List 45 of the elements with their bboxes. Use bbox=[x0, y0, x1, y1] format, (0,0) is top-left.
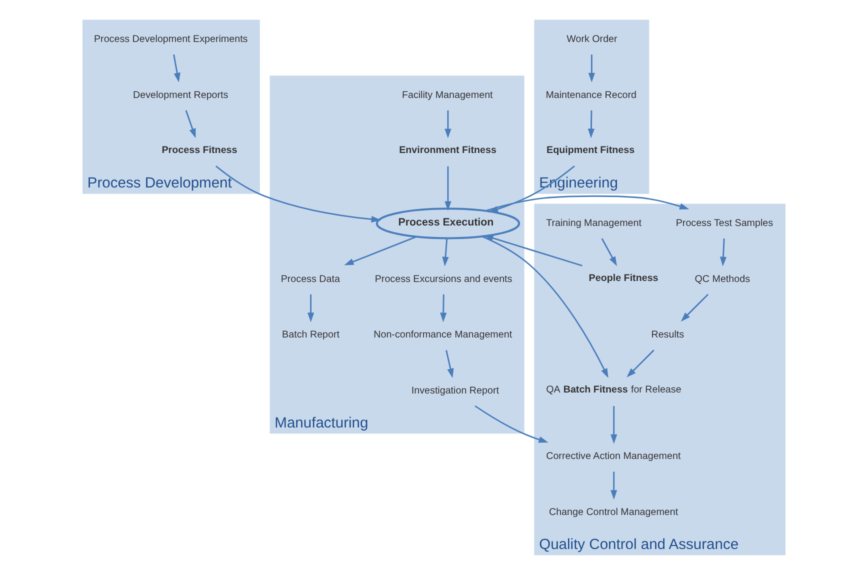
arrow bbox=[446, 350, 454, 378]
arrow bbox=[588, 110, 595, 138]
node-text: Development Reports bbox=[133, 90, 228, 101]
arrow bbox=[482, 236, 608, 378]
arrow bbox=[474, 405, 548, 443]
node-text: Process Data bbox=[280, 274, 340, 285]
arrow bbox=[610, 406, 618, 444]
node-text: Maintenance Record bbox=[546, 90, 637, 101]
node-text: Facility Management bbox=[402, 90, 493, 101]
node-text: Process Test Samples bbox=[676, 218, 774, 229]
arrow bbox=[720, 238, 727, 266]
arrow bbox=[442, 238, 449, 266]
arrow bbox=[588, 54, 596, 82]
node-text: Batch Report bbox=[282, 330, 340, 341]
node-text: People Fitness bbox=[588, 273, 658, 284]
node-text: QA Batch Fitness for Release bbox=[546, 384, 682, 396]
node-ellipse: Process Execution bbox=[376, 208, 520, 240]
arrow bbox=[444, 110, 452, 138]
node-text: Environment Fitness bbox=[399, 144, 496, 156]
node-text: Process Fitness bbox=[162, 144, 238, 156]
node-text: Results bbox=[651, 330, 684, 341]
arrow bbox=[444, 166, 452, 211]
arrow bbox=[626, 350, 654, 378]
node-text: Change Control Management bbox=[548, 507, 678, 518]
arrow bbox=[344, 236, 417, 266]
node-text: Process Development Experiments bbox=[94, 34, 248, 46]
node-text: Process Excursions and events bbox=[374, 274, 512, 285]
arrow bbox=[488, 165, 575, 212]
arrow bbox=[185, 110, 196, 138]
arrow bbox=[215, 166, 381, 223]
node-text: Equipment Fitness bbox=[546, 144, 635, 156]
node-text: Training Management bbox=[546, 218, 642, 229]
arrow bbox=[680, 294, 709, 322]
node-text: Corrective Action Management bbox=[546, 451, 681, 462]
node-text: Non-conformance Management bbox=[374, 330, 512, 341]
arrow bbox=[173, 54, 180, 82]
arrow bbox=[601, 238, 617, 266]
node-text: Work Order bbox=[566, 34, 618, 46]
arrow bbox=[307, 294, 314, 322]
arrow bbox=[484, 234, 582, 266]
node-text: QC Methods bbox=[694, 274, 750, 285]
arrow bbox=[485, 195, 690, 212]
arrow bbox=[440, 294, 447, 322]
arrow bbox=[610, 472, 618, 500]
node-text: Investigation Report bbox=[411, 386, 499, 397]
